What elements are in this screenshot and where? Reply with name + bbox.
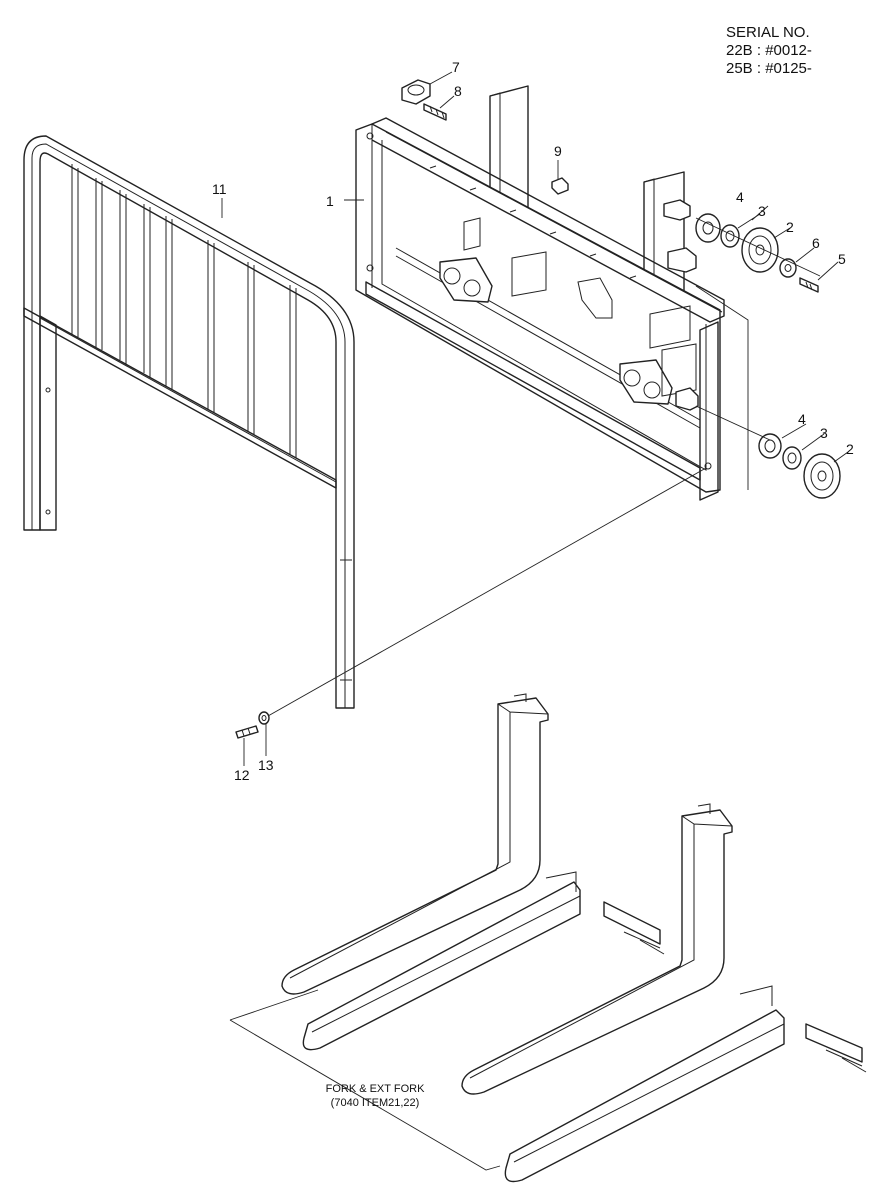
- callout-leaders: [221, 71, 849, 766]
- serial-22b: 22B : #0012-: [726, 42, 812, 59]
- callout-4-upper: 4: [736, 189, 744, 205]
- fork-left: [281, 693, 665, 1051]
- callout-12: 12: [234, 767, 250, 783]
- callout-3-lower: 3: [820, 425, 828, 441]
- fork-reference-note: FORK & EXT FORK (7040 ITEM21,22): [300, 1082, 450, 1110]
- serial-heading: SERIAL NO.: [726, 24, 810, 41]
- callout-numbers: 1 2 2 3 3 4 4 5 6 7 8 9 11 12 13: [212, 59, 854, 783]
- callout-13: 13: [258, 757, 274, 773]
- callout-5: 5: [838, 251, 846, 267]
- callout-9: 9: [554, 143, 562, 159]
- callout-1: 1: [326, 193, 334, 209]
- bolt-washer-lower: [235, 467, 707, 739]
- callout-11: 11: [212, 181, 227, 197]
- callout-7: 7: [452, 59, 460, 75]
- serial-25b: 25B : #0125-: [726, 60, 812, 77]
- callout-2-upper: 2: [786, 219, 794, 235]
- serial-number-block: SERIAL NO. 22B : #0012- 25B : #0125-: [726, 24, 812, 78]
- roller-set-lower: [695, 285, 841, 499]
- fork-carriage: [355, 85, 725, 501]
- load-backrest: [23, 135, 355, 709]
- bolts-upper: [401, 79, 569, 195]
- callout-3-upper: 3: [758, 203, 766, 219]
- callout-4-lower: 4: [798, 411, 806, 427]
- roller-set-upper: [695, 213, 821, 293]
- fork-note-line1: FORK & EXT FORK: [325, 1083, 425, 1095]
- callout-2-lower: 2: [846, 441, 854, 457]
- callout-6: 6: [812, 235, 820, 251]
- fork-note-line2: (7040 ITEM21,22): [330, 1097, 420, 1109]
- fork-group-outline: [229, 989, 501, 1171]
- callout-8: 8: [454, 83, 462, 99]
- fork-right: [461, 803, 867, 1183]
